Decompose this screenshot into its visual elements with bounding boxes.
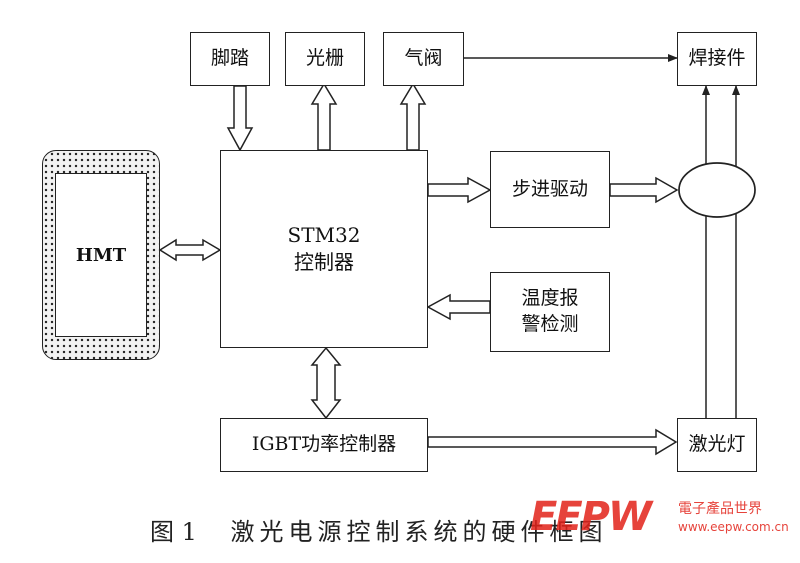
figure-title: 激光电源控制系统的硬件框图: [230, 518, 608, 546]
grating-block: 光栅: [285, 32, 365, 86]
hmt-screen: HMT: [55, 173, 147, 337]
temp-label-line2: 警检测: [521, 313, 579, 335]
hmt-device: HMT: [42, 150, 160, 360]
controller-to-grating-arrow: [310, 82, 338, 151]
air-valve-label: 气阀: [404, 47, 443, 70]
igbt-controller-block: IGBT功率控制器: [220, 418, 428, 472]
air-valve-block: 气阀: [383, 32, 464, 86]
workpiece-block: 焊接件: [677, 32, 757, 86]
temperature-alarm-block: 温度报 警检测: [490, 272, 610, 352]
hmt-controller-arrow: [158, 238, 222, 262]
controller-to-airvalve-arrow: [399, 82, 427, 151]
eepw-logo-subtitle: 電子產品世界: [678, 501, 762, 517]
motor-ellipse: [678, 162, 756, 218]
eepw-watermark: EEPW 電子產品世界 www.eepw.com.cn: [530, 494, 789, 540]
eepw-logo-text: EEPW: [530, 494, 652, 540]
lamp-label: 激光灯: [688, 433, 746, 456]
stepper-label: 步进驱动: [511, 177, 588, 200]
stepper-driver-block: 步进驱动: [490, 151, 610, 228]
hmt-label: HMT: [75, 244, 127, 266]
pedal-block: 脚踏: [190, 32, 270, 86]
figure-number: 图 1: [150, 518, 197, 546]
controller-to-stepper-arrow: [427, 176, 492, 204]
pedal-to-controller-arrow: [226, 85, 254, 152]
temp-to-controller-arrow: [426, 293, 491, 321]
laser-lamp-block: 激光灯: [677, 418, 757, 472]
controller-label-line1: STM32: [287, 223, 361, 247]
figure-caption: 图 1 激光电源控制系统的硬件框图: [150, 512, 608, 547]
stm32-controller-block: STM32 控制器: [220, 150, 428, 348]
controller-label-line2: 控制器: [294, 250, 354, 274]
temp-label-line1: 温度报: [521, 287, 579, 310]
igbt-to-lamp-arrow: [427, 428, 678, 456]
eepw-logo-url: www.eepw.com.cn: [678, 520, 789, 534]
grating-label: 光栅: [305, 47, 344, 70]
pedal-label: 脚踏: [210, 47, 249, 70]
workpiece-label: 焊接件: [688, 47, 746, 70]
controller-igbt-arrow: [310, 346, 342, 420]
igbt-label: IGBT功率控制器: [251, 433, 397, 456]
stepper-to-motor-arrow: [609, 176, 679, 204]
